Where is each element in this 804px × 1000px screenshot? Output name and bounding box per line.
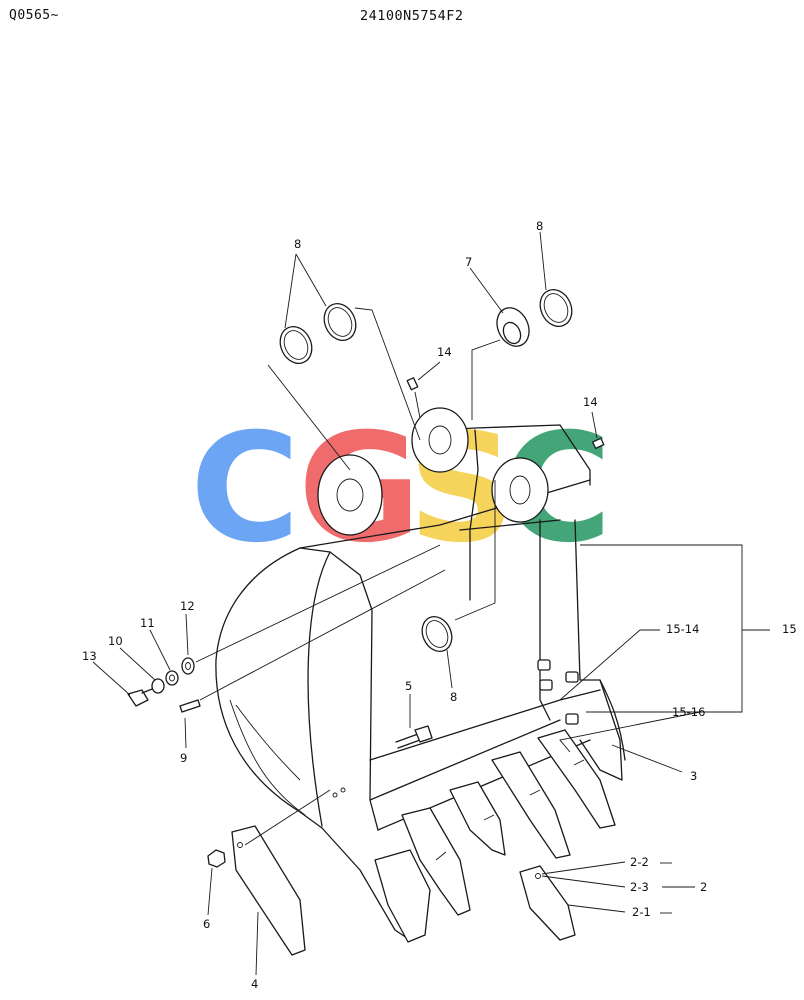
- label-6: 6: [203, 917, 210, 931]
- watermark: C G S C: [190, 402, 612, 576]
- label-4: 4: [251, 977, 258, 991]
- label-13: 13: [82, 649, 97, 663]
- callout-labels: 8 8 7 14 14 8 15-14 15 15-16 12 11 10 13…: [82, 219, 797, 991]
- label-8-top-left: 8: [294, 237, 301, 251]
- label-3: 3: [690, 769, 697, 783]
- label-2: 2: [700, 880, 707, 894]
- label-2-2: 2-2: [630, 855, 649, 869]
- model-code: Q0565~: [9, 8, 59, 23]
- label-14-left: 14: [437, 345, 452, 359]
- label-15: 15: [782, 622, 797, 636]
- bucket-body: [215, 407, 626, 941]
- side-cutter-part-4: [231, 825, 306, 956]
- pin-part-14b: [592, 437, 605, 450]
- label-8-top-right: 8: [536, 219, 543, 233]
- bushing-part-7: [496, 307, 530, 347]
- watermark-letter-c1: C: [190, 402, 300, 576]
- label-11: 11: [140, 616, 155, 630]
- label-5: 5: [405, 679, 412, 693]
- bucket-teeth: [374, 729, 616, 943]
- hardware-group: [127, 544, 446, 713]
- label-12: 12: [180, 599, 195, 613]
- label-10: 10: [108, 634, 123, 648]
- label-9: 9: [180, 751, 187, 765]
- label-15-14: 15-14: [666, 622, 699, 636]
- label-15-16: 15-16: [672, 705, 705, 719]
- label-2-3: 2-3: [630, 880, 649, 894]
- part-number: 24100N5754F2: [360, 8, 464, 24]
- pin-part-14a: [406, 377, 419, 391]
- label-14-right: 14: [583, 395, 598, 409]
- leader-lines: [92, 231, 770, 976]
- label-2-1: 2-1: [632, 905, 651, 919]
- label-8-lower: 8: [450, 690, 457, 704]
- nut-part-6: [207, 849, 226, 868]
- side-bolts: [537, 659, 579, 725]
- label-7: 7: [465, 255, 472, 269]
- tooth-part-2: [519, 865, 576, 941]
- bolt-part-5: [395, 725, 433, 749]
- o-rings-8: [279, 289, 573, 653]
